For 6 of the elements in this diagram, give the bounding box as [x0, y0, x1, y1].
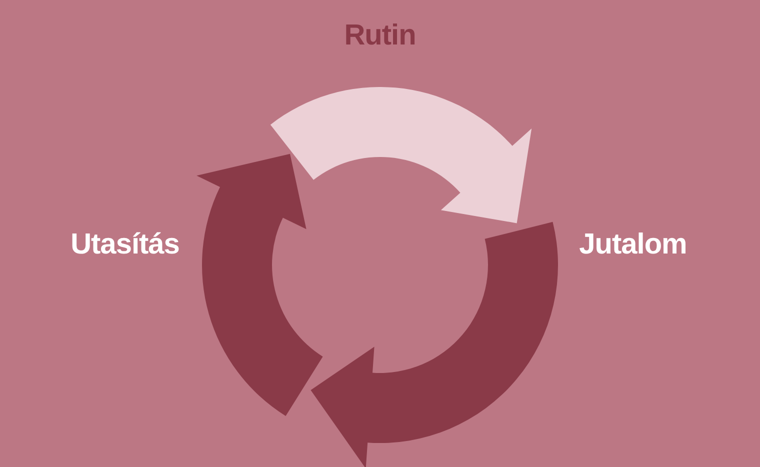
step-label: Rutin	[344, 20, 416, 52]
step-label: Jutalom	[579, 228, 687, 262]
curved-arrow	[270, 87, 532, 224]
step-label: Utasítás	[70, 228, 180, 262]
curved-arrow	[310, 222, 558, 467]
curved-arrow	[196, 154, 323, 416]
